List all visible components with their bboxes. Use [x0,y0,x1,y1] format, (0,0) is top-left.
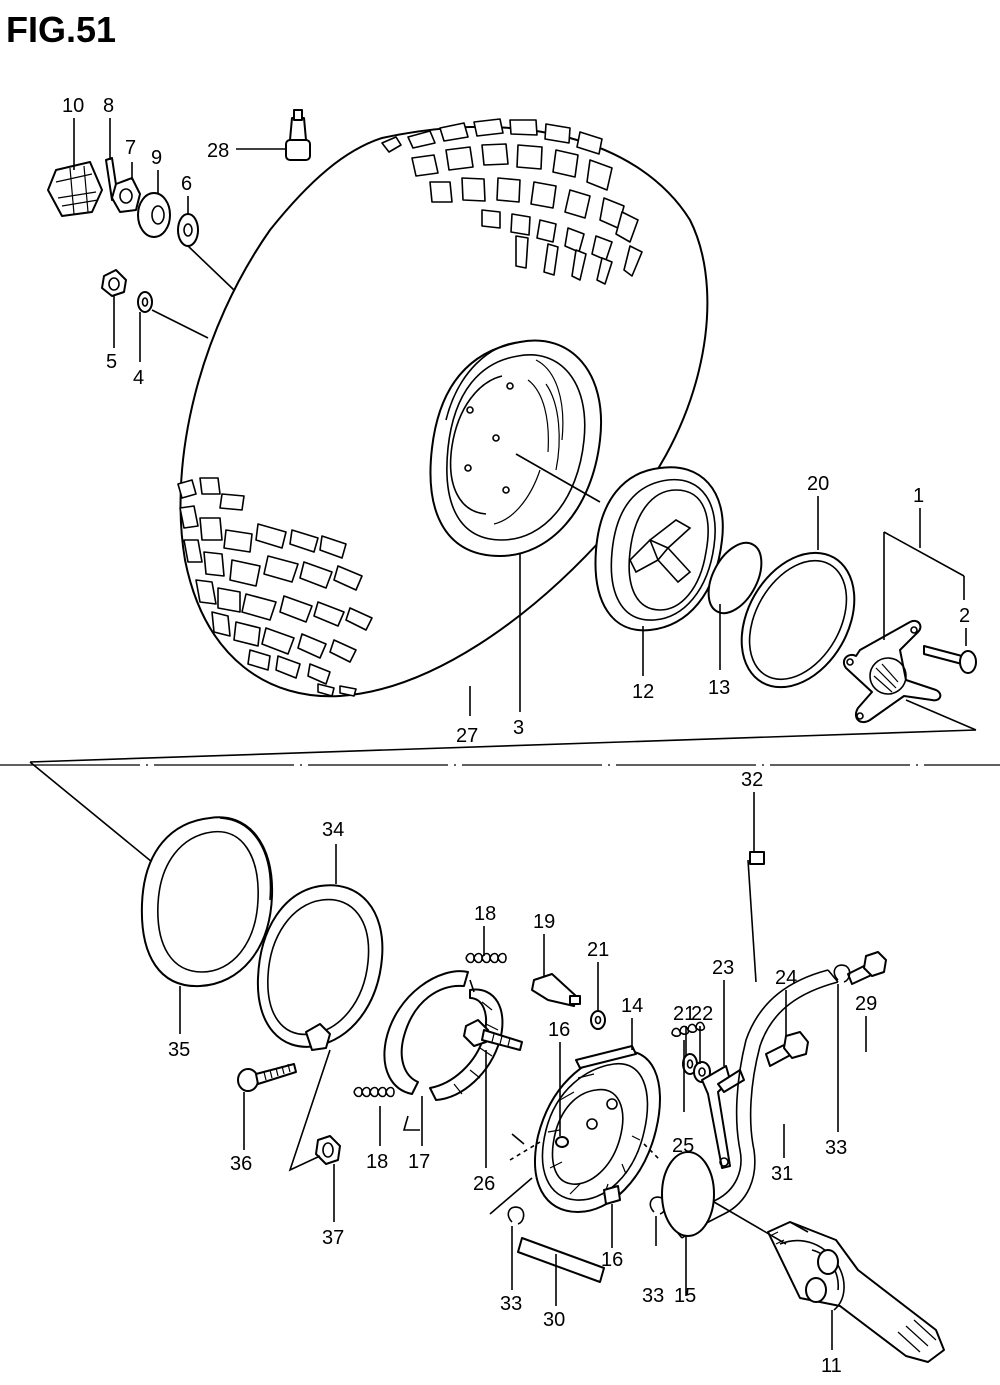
figure-title: FIG.51 [6,9,116,50]
tire-valve [285,109,311,161]
callout-16-upper: 16 [548,1019,570,1041]
callout-8: 8 [103,95,114,117]
callout-23: 23 [712,957,734,979]
breather-19 [531,973,581,1007]
callout-6: 6 [181,173,192,195]
brake-cam-lever [701,1065,745,1169]
callout-9: 9 [151,147,162,169]
o-ring [707,541,763,615]
screw-36 [237,1063,297,1092]
pin-16-upper [555,1136,569,1148]
callout-3: 3 [513,717,524,739]
bolt-2 [923,645,977,674]
callout-labels: 10 8 7 9 6 5 4 28 20 1 2 12 13 3 27 32 3… [62,95,970,1377]
washer-21-left [590,1010,606,1030]
circlip-33-left [507,1206,525,1225]
callout-20: 20 [807,473,829,495]
rear-axle [767,1221,945,1363]
callout-33-right: 33 [825,1137,847,1159]
axle-nut [47,161,103,217]
spring-lower [353,1086,395,1098]
circlip-33-right [833,964,851,983]
callout-17: 17 [408,1151,430,1173]
callout-25: 25 [672,1135,694,1157]
washer-4 [137,291,153,313]
brake-drum [140,816,274,988]
callout-31: 31 [771,1163,793,1185]
bolt-24 [765,1031,809,1067]
callout-12: 12 [632,681,654,703]
callout-19: 19 [533,911,555,933]
seal-15 [661,1151,715,1237]
bolt-29 [847,951,887,985]
brake-shoe-set [383,970,504,1101]
hub-flange [842,620,942,724]
callout-22: 22 [691,1003,713,1025]
nut-37 [315,1135,341,1165]
callout-29: 29 [855,993,877,1015]
brake-cable [747,851,765,983]
callout-33-left: 33 [500,1293,522,1315]
washer-6 [177,213,199,247]
callout-24: 24 [775,967,797,989]
callout-33-mid: 33 [642,1285,664,1307]
callout-1: 1 [913,485,924,507]
callout-30: 30 [543,1309,565,1331]
nut-7 [111,177,141,213]
wheel-hub [594,466,724,632]
callout-16-lower: 16 [601,1249,623,1271]
callout-18-upper: 18 [474,903,496,925]
nut-5 [101,269,127,297]
hose-30 [517,1237,605,1283]
callout-7: 7 [125,137,136,159]
leader-lines [73,118,967,1350]
callout-2: 2 [959,605,970,627]
section-divider [0,531,1000,863]
spacer-9 [137,192,171,238]
callout-34: 34 [322,819,344,841]
callout-11: 11 [821,1355,842,1377]
bolt-26 [463,1019,523,1051]
callout-21-left: 21 [587,939,609,961]
callout-10: 10 [62,95,84,117]
brake-panel [534,1045,661,1213]
callout-35: 35 [168,1039,190,1061]
callout-37: 37 [322,1227,344,1249]
callout-14: 14 [621,995,643,1017]
callout-15: 15 [674,1285,696,1307]
pin-16-lower [603,1185,621,1205]
callout-4: 4 [133,367,144,389]
callout-5: 5 [106,351,117,373]
callout-28: 28 [207,140,229,162]
callout-32: 32 [741,769,763,791]
wheel-rim [429,339,603,557]
callout-13: 13 [708,677,730,699]
callout-36: 36 [230,1153,252,1175]
drum-cover [256,884,384,1051]
callout-21-right: 21 [673,1003,695,1025]
spring-upper [465,952,507,964]
seal-ring [740,551,856,689]
callout-18-lower: 18 [366,1151,388,1173]
callout-26: 26 [473,1173,495,1195]
callout-27: 27 [456,725,478,747]
